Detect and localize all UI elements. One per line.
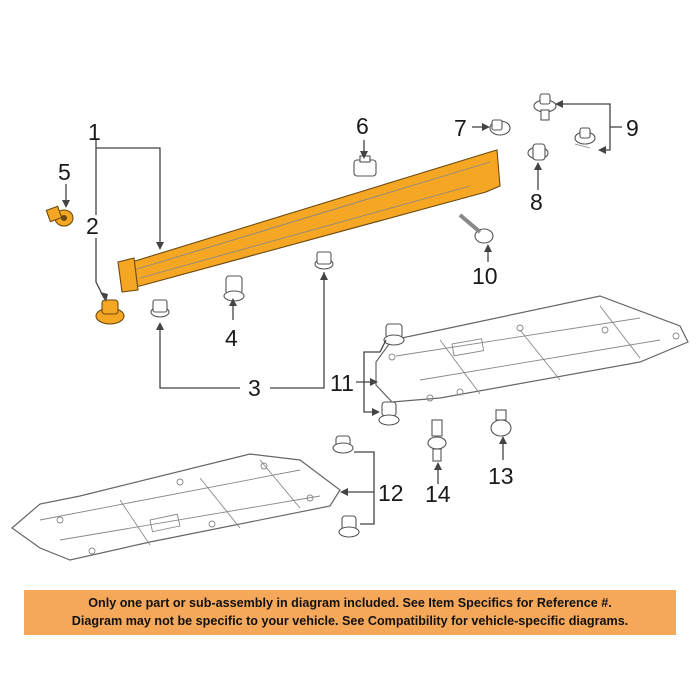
callout-10: 10 <box>472 263 498 289</box>
leader-lines <box>62 100 622 525</box>
clip-4 <box>223 275 245 302</box>
callout-3: 3 <box>248 375 261 401</box>
clip-part <box>95 299 125 325</box>
callout-13: 13 <box>488 463 514 489</box>
rocker-panel-part <box>117 149 501 293</box>
callout-8: 8 <box>530 189 543 215</box>
clip-group-3 <box>150 251 334 318</box>
callout-6: 6 <box>356 113 369 139</box>
callout-7: 7 <box>454 115 467 141</box>
callout-1: 1 <box>88 119 101 145</box>
clip-6 <box>353 155 377 177</box>
callout-14: 14 <box>425 481 451 507</box>
clips-11 <box>378 323 405 426</box>
disclaimer-line-1: Only one part or sub-assembly in diagram… <box>88 596 612 610</box>
callout-12: 12 <box>378 480 404 506</box>
screw-10 <box>458 213 494 244</box>
clip-7 <box>489 119 511 136</box>
disclaimer-banner: Only one part or sub-assembly in diagram… <box>24 590 676 635</box>
underbody-shield-left <box>11 453 341 561</box>
callout-11: 11 <box>330 370 354 396</box>
callout-5: 5 <box>58 159 71 185</box>
disclaimer-line-2: Diagram may not be specific to your vehi… <box>71 614 629 628</box>
callout-9: 9 <box>626 115 639 141</box>
clip-8 <box>527 143 549 161</box>
clip-13 <box>490 409 512 437</box>
underbody-shield-right <box>375 295 689 403</box>
clip-14 <box>427 419 447 462</box>
clips-12 <box>332 435 360 538</box>
callout-2: 2 <box>86 213 99 239</box>
fasteners-9 <box>533 93 596 149</box>
bolt-part <box>45 205 74 227</box>
callout-4: 4 <box>225 325 238 351</box>
